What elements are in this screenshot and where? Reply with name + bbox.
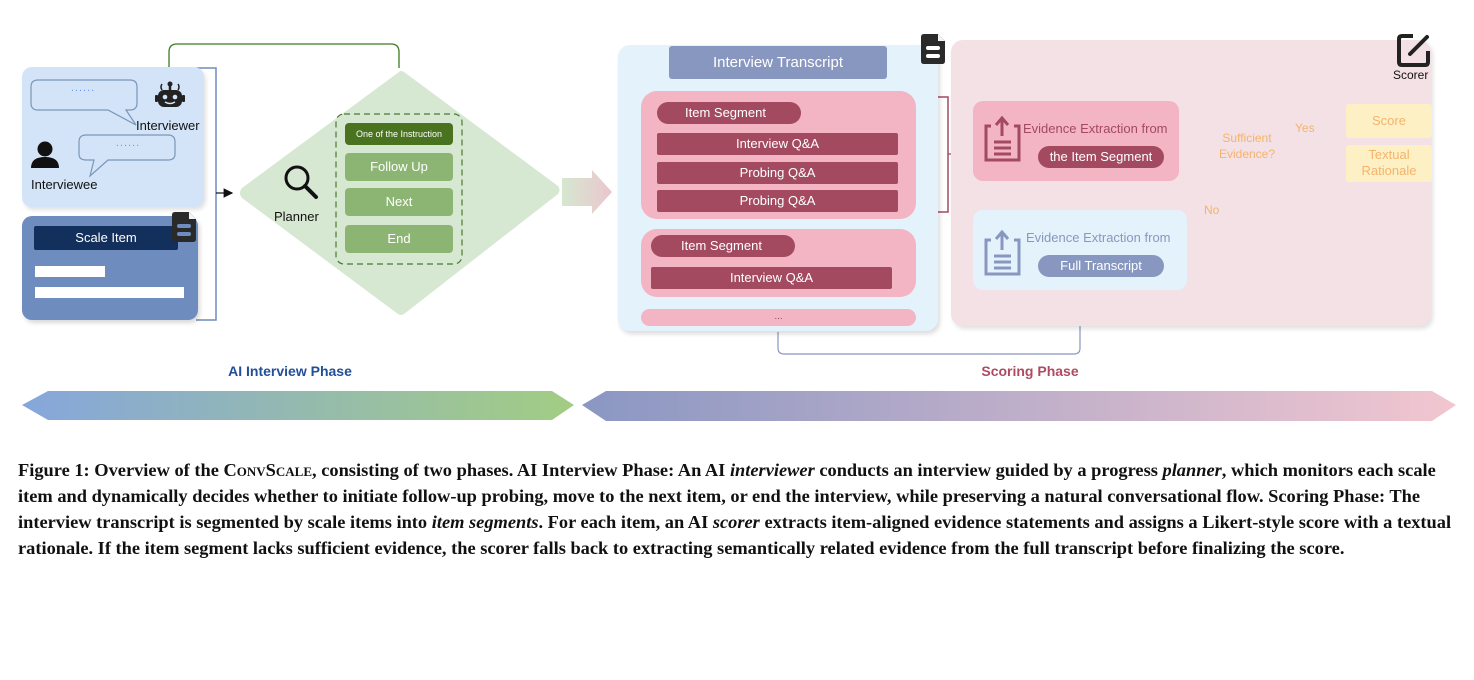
robot-icon [155,81,185,107]
caption-text: extracts item-aligned evidence statement… [18,512,1452,558]
qa-entry: Interview Q&A [657,133,898,155]
scale-item-line [35,266,105,277]
caption-text: . For each item, an AI [538,512,713,532]
textual-rationale-output: Textual Rationale [1346,145,1432,182]
transcript-to-full-arrow [777,291,1085,355]
planner-feedback-arrow [163,43,400,79]
item-segment-label: Item Segment [657,102,801,124]
input-bracket [196,67,217,321]
planner-option-end: End [345,225,453,253]
interviewer-speech-bubble [30,79,138,126]
scoring-phase-label: Scoring Phase [981,363,1079,379]
no-label: No [1204,203,1220,217]
transcript-document-icon [921,34,945,64]
magnifier-icon [284,165,318,199]
interviewer-label: Interviewer [136,118,200,133]
figure-caption: Figure 1: Overview of the ConvScale, con… [18,457,1458,561]
interviewee-bubble-text: ...... [115,137,141,149]
full-transcript-source-pill: Full Transcript [1038,255,1164,277]
evidence-extraction-label: Evidence Extraction from [1023,121,1168,136]
caption-text: Overview of the [89,460,224,480]
interviewee-label: Interviewee [31,177,98,192]
caption-emphasis: item segments [431,512,539,532]
system-name: ConvScale [223,460,313,480]
upload-clipboard-icon [984,116,1021,162]
interviewee-speech-bubble [78,134,176,178]
upload-clipboard-icon [984,230,1021,276]
caption-emphasis: scorer [712,512,760,532]
ai-interview-phase-label: AI Interview Phase [228,363,352,379]
caption-emphasis: planner [1162,460,1222,480]
qa-entry: Interview Q&A [651,267,892,289]
evidence-extraction-label: Evidence Extraction from [1026,230,1171,245]
caption-text: conducts an interview guided by a progre… [814,460,1163,480]
scale-item-line [35,287,184,298]
caption-emphasis: interviewer [729,460,815,480]
transcript-title: Interview Transcript [669,46,887,79]
qa-entry: Probing Q&A [657,162,898,184]
ai-phase-arrow [22,391,574,420]
caption-text: , which monitors each scale item and dyn… [18,460,1436,532]
score-output: Score [1346,104,1432,138]
item-segment-label: Item Segment [651,235,795,257]
caption-text: , consisting of two phases. AI Interview… [312,460,730,480]
more-segments-ellipsis: ... [774,311,783,322]
planner-option-instruction: One of the Instruction [345,123,453,145]
person-icon [31,141,59,168]
more-segments-box [641,309,916,326]
qa-entry: Probing Q&A [657,190,898,212]
scale-item-title: Scale Item [34,226,178,250]
yes-label: Yes [1295,121,1315,135]
interviewer-bubble-text: ...... [70,82,96,94]
document-icon [172,212,196,242]
planner-label: Planner [274,209,319,224]
edit-icon [1397,34,1430,67]
planner-option-follow-up: Follow Up [345,153,453,181]
item-segment-source-pill: the Item Segment [1038,146,1164,168]
planner-option-next: Next [345,188,453,216]
scoring-phase-arrow [582,391,1456,421]
scorer-label: Scorer [1393,68,1429,82]
phase-transition-arrow [562,170,612,214]
decision-label: Sufficient Evidence? [1218,131,1276,161]
figure-label: Figure 1: [18,460,90,480]
planner-options-frame [335,113,463,265]
